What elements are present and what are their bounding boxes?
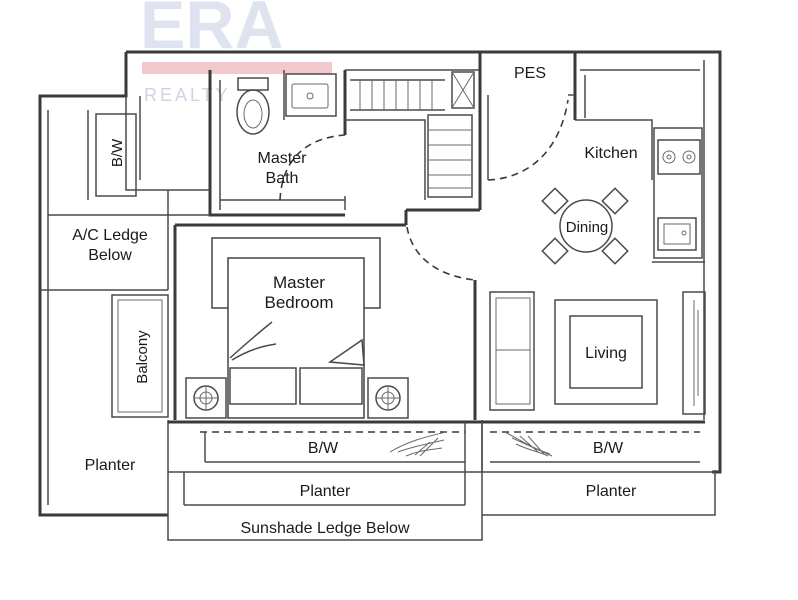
label-planter-bedroom: Planter [300,483,351,500]
bedroom-walls [175,210,477,420]
label-balcony: Balcony [134,330,151,384]
label-master-bedroom-line1: Master [273,273,325,292]
wardrobe-shelves [345,52,482,212]
label-master-bath-line1: Master [258,150,308,167]
bay-window-lines [168,420,705,472]
room-labels: PES Kitchen Dining Master Bath B/W A/C L… [72,65,637,537]
watermark-band [142,62,332,74]
label-bw-left: B/W [109,138,126,167]
label-sunshade-ledge: Sunshade Ledge Below [240,520,409,537]
dining-table [541,187,629,265]
label-master-bath-line2: Bath [266,170,299,187]
living-furniture [489,291,706,415]
pes-kitchen [487,52,705,263]
label-planter-left: Planter [85,457,136,474]
label-kitchen: Kitchen [584,145,637,162]
label-planter-living: Planter [586,483,637,500]
bed [185,237,409,419]
label-ac-ledge-line2: Below [88,247,132,264]
label-pes: PES [514,65,546,82]
watermark-brand: ERA [140,0,284,63]
label-master-bedroom-line2: Bedroom [265,293,334,312]
label-ac-ledge-line1: A/C Ledge [72,227,148,244]
watermark-tagline: REALTY [144,85,231,105]
left-bw-zone [87,96,210,216]
label-living: Living [585,345,627,362]
outer-walls [38,50,722,541]
label-bw-living: B/W [593,440,624,457]
label-bw-bedroom: B/W [308,440,339,457]
label-dining: Dining [566,219,609,236]
ac-ledge-balcony [48,214,177,420]
